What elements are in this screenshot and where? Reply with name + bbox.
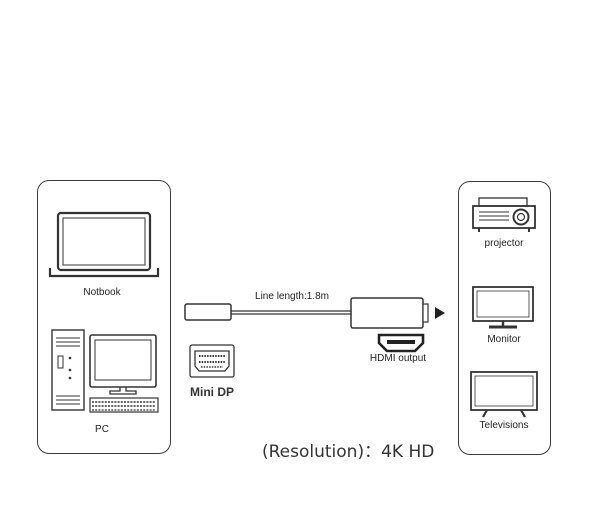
mini-dp-label: Mini DP (190, 385, 234, 399)
cable-length-label: Line length:1.8m (255, 291, 329, 302)
mini-dp-connector (184, 303, 232, 321)
television-label: Televisions (479, 420, 529, 431)
laptop-icon (48, 211, 160, 278)
arrow-right-icon (435, 307, 445, 319)
pc-label: PC (95, 424, 109, 435)
monitor-icon (472, 286, 534, 329)
laptop-label: Notbook (83, 287, 121, 298)
cable-diagram (184, 297, 445, 329)
resolution-caption: (Resolution)：4K HD (262, 442, 435, 462)
monitor-label: Monitor (487, 334, 521, 345)
hdmi-output-label: HDMI output (369, 353, 427, 364)
projector-label: projector (484, 238, 524, 249)
source-devices-panel (37, 180, 171, 454)
television-icon (470, 371, 538, 418)
projector-icon (472, 197, 536, 232)
mini-dp-port-icon (189, 344, 235, 378)
pc-icon (51, 329, 159, 413)
hdmi-connector (350, 297, 424, 329)
hdmi-port-icon (377, 333, 425, 353)
